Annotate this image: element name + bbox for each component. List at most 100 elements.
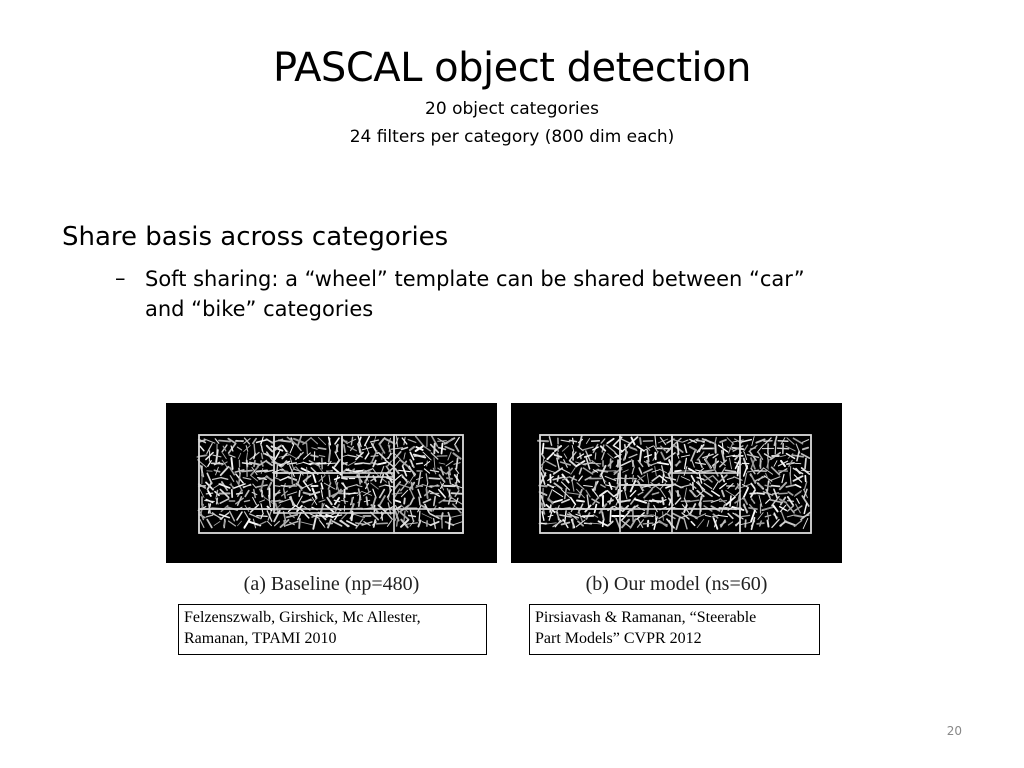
hog-orientation-stroke [757, 483, 764, 489]
hog-orientation-stroke [658, 512, 668, 520]
hog-orientation-stroke [604, 470, 617, 472]
hog-orientation-stroke [795, 503, 801, 514]
hog-orientation-stroke [560, 521, 571, 526]
hog-orientation-stroke [636, 445, 645, 452]
hog-orientation-stroke [674, 483, 682, 489]
hog-orientation-stroke [758, 495, 763, 507]
hog-orientation-stroke [218, 513, 231, 519]
hog-orientation-stroke [571, 475, 575, 482]
hog-orientation-stroke [668, 489, 673, 498]
hog-orientation-stroke [571, 480, 575, 492]
hog-orientation-stroke [701, 469, 715, 473]
hog-orientation-stroke [601, 511, 605, 521]
hog-orientation-stroke [604, 475, 617, 482]
hog-orientation-stroke [556, 475, 560, 482]
hog-orientation-stroke [645, 446, 651, 451]
hog-orientation-stroke [599, 445, 607, 452]
hog-orientation-stroke [248, 461, 261, 466]
figure-b-part-boxes [539, 434, 812, 534]
hog-orientation-stroke [439, 466, 445, 476]
hog-orientation-stroke [628, 453, 638, 459]
hog-orientation-stroke [794, 490, 802, 497]
hog-orientation-stroke [252, 496, 257, 506]
hog-orientation-stroke [656, 461, 670, 466]
hog-orientation-stroke [301, 483, 313, 489]
hog-orientation-stroke [606, 489, 615, 498]
hog-orientation-stroke [328, 474, 331, 483]
hog-orientation-stroke [429, 443, 440, 454]
hog-orientation-stroke [621, 511, 630, 521]
hog-orientation-stroke [320, 475, 324, 482]
hog-orientation-stroke [409, 496, 415, 506]
hog-orientation-stroke [266, 510, 273, 522]
hog-orientation-stroke [235, 492, 244, 495]
hog-orientation-stroke [317, 462, 327, 465]
hog-orientation-stroke [252, 437, 257, 445]
hog-orientation-stroke [721, 442, 725, 455]
hog-orientation-stroke [411, 460, 413, 467]
hog-orientation-stroke [792, 437, 804, 445]
hog-orientation-stroke [600, 484, 606, 488]
hog-orientation-stroke [726, 437, 735, 445]
hog-orientation-stroke [556, 457, 560, 470]
hog-orientation-stroke [253, 443, 256, 454]
hog-orientation-stroke [233, 483, 246, 489]
hog-orientation-stroke [778, 498, 788, 504]
hog-orientation-stroke [712, 481, 719, 491]
hog-orientation-stroke [796, 450, 800, 462]
hog-orientation-stroke [727, 483, 734, 489]
hog-orientation-stroke [266, 481, 273, 491]
hog-orientation-stroke [601, 519, 605, 528]
hog-orientation-stroke [361, 446, 373, 451]
hog-orientation-stroke [605, 444, 616, 453]
hog-orientation-stroke [273, 450, 281, 462]
hog-orientation-stroke [559, 461, 572, 466]
hog-orientation-stroke [415, 462, 424, 465]
hog-orientation-stroke [387, 487, 392, 500]
hog-orientation-stroke [690, 489, 696, 498]
hog-orientation-stroke [452, 452, 462, 460]
hog-orientation-stroke [317, 447, 327, 450]
hog-orientation-stroke [341, 461, 348, 466]
hog-orientation-stroke [246, 452, 248, 460]
hog-orientation-stroke [421, 483, 433, 489]
hog-orientation-stroke [547, 514, 554, 518]
hog-orientation-stroke [287, 453, 297, 459]
hog-orientation-stroke [257, 520, 267, 527]
hog-orientation-stroke [340, 499, 349, 503]
hog-orientation-stroke [289, 443, 295, 454]
hog-orientation-stroke [298, 453, 301, 459]
hog-orientation-stroke [417, 471, 422, 486]
hog-orientation-stroke [421, 513, 433, 519]
hog-orientation-stroke [680, 454, 691, 458]
hog-orientation-stroke [297, 473, 302, 484]
hog-orientation-stroke [385, 476, 394, 481]
hog-orientation-stroke [643, 488, 653, 499]
hog-orientation-stroke [312, 474, 317, 483]
hog-orientation-stroke [787, 491, 794, 496]
hog-orientation-stroke [264, 475, 275, 482]
hog-orientation-stroke [422, 451, 432, 461]
hog-orientation-stroke [755, 475, 766, 482]
hog-orientation-stroke [622, 469, 629, 473]
hog-orientation-stroke [206, 481, 213, 491]
hog-orientation-stroke [720, 449, 726, 463]
hog-orientation-stroke [384, 459, 395, 468]
hog-orientation-stroke [379, 465, 385, 477]
hog-orientation-stroke [683, 443, 688, 454]
hog-orientation-stroke [260, 452, 264, 460]
hog-orientation-stroke [589, 462, 602, 465]
hog-orientation-stroke [592, 514, 599, 518]
hog-orientation-stroke [651, 475, 660, 482]
hog-orientation-stroke [646, 473, 650, 484]
hog-orientation-stroke [349, 445, 355, 452]
hog-orientation-stroke [689, 438, 697, 444]
hog-orientation-stroke [653, 445, 658, 452]
hog-orientation-stroke [801, 446, 810, 451]
hog-orientation-stroke [285, 520, 299, 527]
hog-orientation-stroke [311, 447, 318, 450]
hog-orientation-stroke [712, 517, 719, 530]
hog-orientation-stroke [765, 498, 771, 504]
hog-orientation-stroke [357, 434, 362, 448]
hog-orientation-stroke [334, 460, 340, 467]
